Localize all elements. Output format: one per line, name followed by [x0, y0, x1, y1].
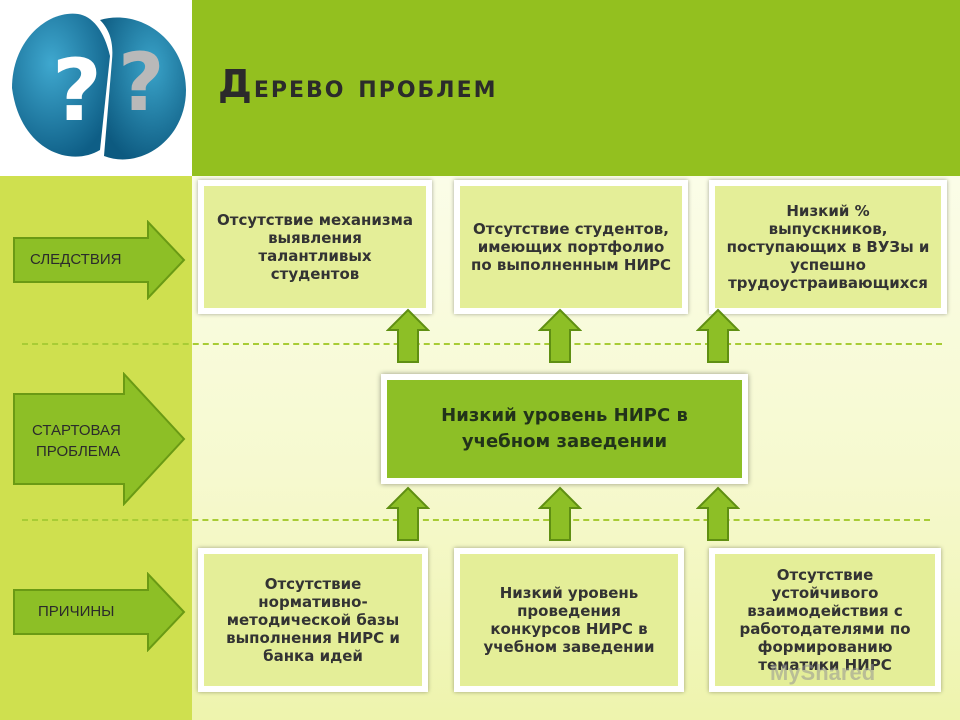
watermark: MyShared [770, 660, 876, 685]
consequences-label: СЛЕДСТВИЯ [30, 251, 122, 268]
question-sphere-icon: ? ? [12, 13, 186, 160]
svg-text:?: ? [118, 36, 164, 129]
up-arrow-4 [385, 486, 431, 546]
starting-problem-arrow: СТАРТОВАЯ ПРОБЛЕМА [12, 371, 188, 510]
causes-arrow: ПРИЧИНЫ [12, 571, 188, 656]
up-arrow-1 [385, 308, 431, 368]
starting-problem-label-1: СТАРТОВАЯ [32, 422, 121, 439]
header-band [192, 0, 960, 176]
consequence-box-1: Отсутствие механизма выявления талантлив… [198, 180, 432, 314]
up-arrow-3 [695, 308, 741, 368]
starting-problem-label-2: ПРОБЛЕМА [36, 443, 121, 460]
up-arrow-2 [537, 308, 583, 368]
separator-bottom [22, 519, 930, 521]
central-problem-box: Низкий уровень НИРС в учебном заведении [381, 374, 748, 484]
logo: ? ? [0, 0, 192, 176]
causes-label: ПРИЧИНЫ [38, 603, 115, 620]
cause-box-1: Отсутствие нормативно-методической базы … [198, 548, 428, 692]
consequence-box-2: Отсутствие студентов, имеющих портфолио … [454, 180, 688, 314]
up-arrow-6 [695, 486, 741, 546]
cause-box-2: Низкий уровень проведения конкурсов НИРС… [454, 548, 684, 692]
consequence-box-3: Низкий % выпускников, поступающих в ВУЗы… [709, 180, 947, 314]
page-title: Дерево проблем [218, 62, 498, 106]
svg-text:?: ? [52, 41, 102, 141]
consequences-arrow: СЛЕДСТВИЯ [12, 219, 188, 304]
separator-top [22, 343, 942, 345]
cause-box-3: Отсутствие устойчивого взаимодействия с … [709, 548, 941, 692]
up-arrow-5 [537, 486, 583, 546]
